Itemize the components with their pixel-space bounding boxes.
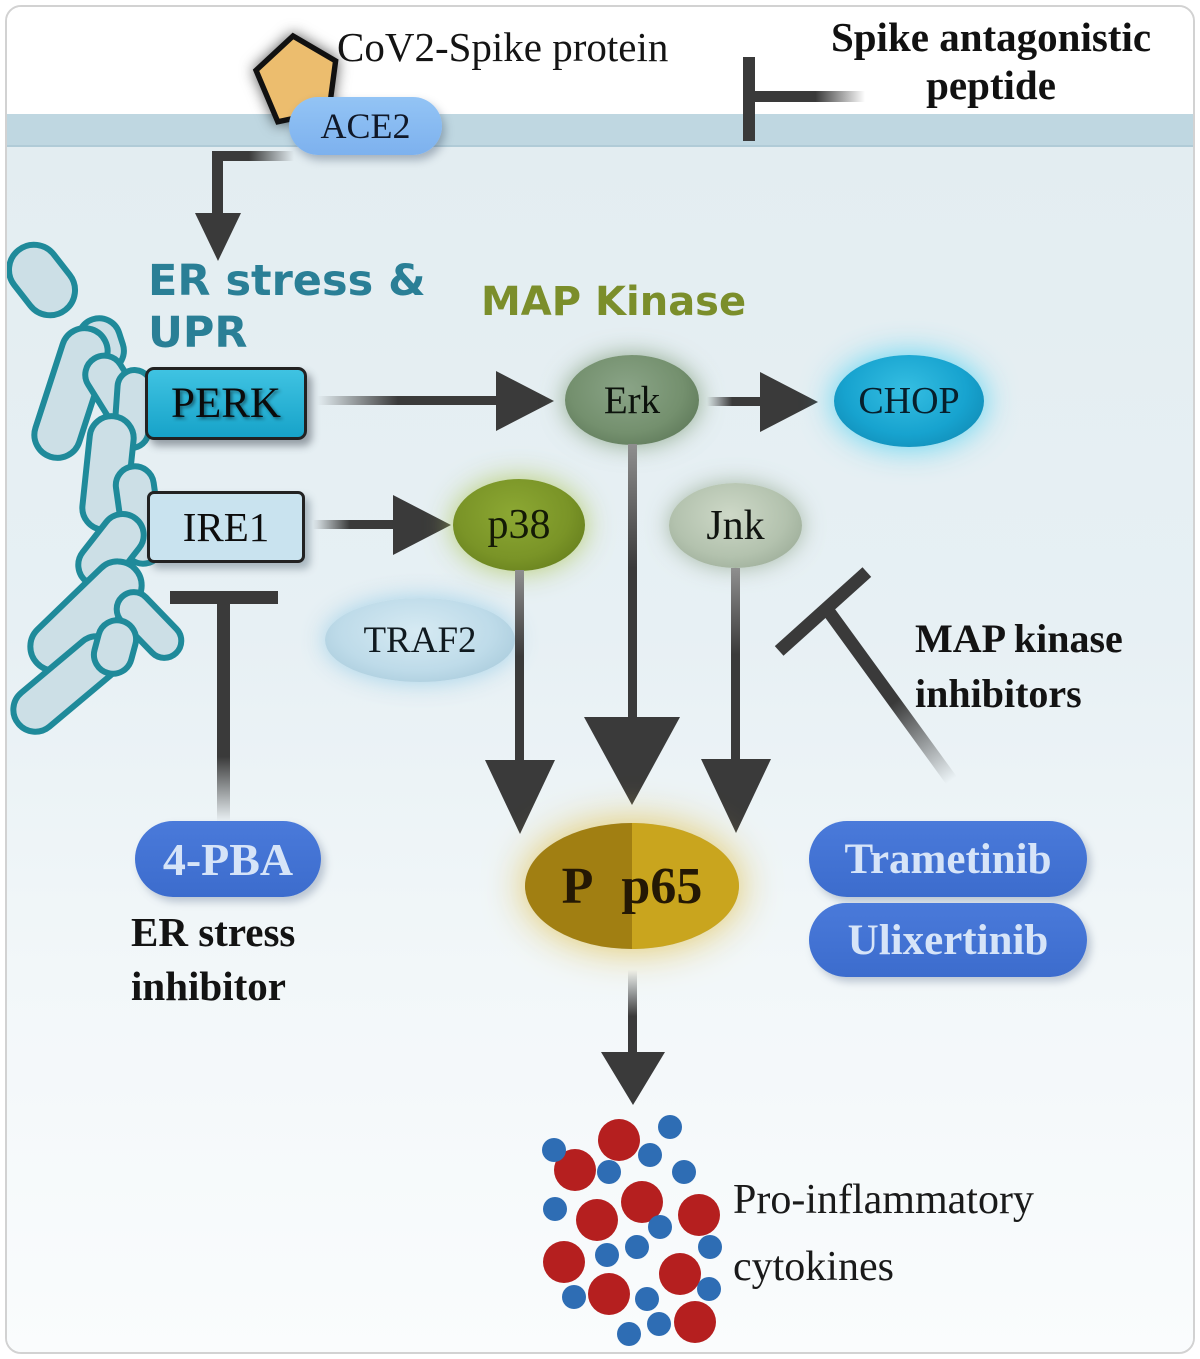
ulixertinib-pill: Ulixertinib [809, 903, 1087, 977]
er-inhibitor-line1: ER stress [131, 909, 296, 955]
arrow-erk-chop-head [760, 372, 818, 432]
er-stress-line2: UPR [148, 308, 248, 359]
arrow-perk-erk-stem [317, 396, 497, 405]
arrow-jnk-p65-head [701, 759, 771, 833]
cytokine-dot-red [543, 1241, 585, 1283]
arrow-ire1-p38-head [393, 495, 451, 555]
spike-peptide-line1: Spike antagonistic [830, 14, 1152, 60]
p65-left-half [525, 823, 632, 949]
cytokine-dot-blue [543, 1197, 567, 1221]
cytokine-dot-blue [698, 1235, 722, 1259]
er-stress-line1: ER stress & [148, 256, 426, 306]
arrow-erk-p65-head [584, 717, 680, 805]
p65-phospho-label: P [561, 857, 594, 915]
arrow-ire1-p38-stem [313, 520, 395, 529]
cytokine-dot-blue [647, 1312, 671, 1336]
cytokine-dot-red [588, 1273, 630, 1315]
er-blob [7, 230, 90, 330]
arrow-ace2-head [195, 213, 241, 261]
cytokine-cluster [527, 1107, 747, 1352]
pba-inhibitor-tbar [170, 591, 278, 604]
cytokine-dot-red [678, 1194, 720, 1236]
ire1-node: IRE1 [147, 491, 305, 563]
cytokine-dot-blue [672, 1160, 696, 1184]
chop-node: CHOP [834, 355, 984, 447]
arrow-p38-p65-head [485, 760, 555, 834]
spike-peptide-line2: peptide [926, 62, 1056, 109]
erk-node: Erk [565, 355, 699, 445]
pba-pill: 4-PBA [135, 821, 321, 897]
mapk-inhibitors-label: MAP kinase inhibitors [915, 611, 1185, 721]
arrow-ace2-elbow-horizontal [219, 151, 294, 161]
cytokine-dot-blue [595, 1243, 619, 1267]
arrow-erk-chop-stem [707, 397, 763, 406]
figure-frame: CoV2-Spike protein Spike antagonistic pe… [5, 5, 1195, 1354]
ace2-receptor: ACE2 [289, 97, 442, 155]
cytokine-dot-blue [562, 1285, 586, 1309]
cytokine-dot-blue [635, 1287, 659, 1311]
cytokine-dot-blue [617, 1322, 641, 1346]
cytokine-dot-red [674, 1301, 716, 1343]
spike-inhibitor-stem [755, 91, 865, 102]
pba-inhibitor-stem [217, 604, 230, 822]
arrow-p65-cytokines-head [601, 1052, 665, 1105]
spike-inhibitor-tbar [743, 57, 755, 141]
p65-right-half [632, 823, 739, 949]
traf2-node: TRAF2 [325, 598, 515, 682]
er-inhibitor-label: ER stress inhibitor [131, 905, 381, 1013]
cytokine-dot-blue [697, 1277, 721, 1301]
cytokine-dot-blue [625, 1235, 649, 1259]
er-stress-heading: ER stress & UPR [148, 255, 468, 360]
arrow-jnk-p65-stem [731, 568, 740, 761]
arrow-ace2-elbow-vertical [212, 151, 223, 213]
jnk-node: Jnk [669, 483, 802, 568]
cytokines-label: Pro-inflammatory cytokines [733, 1167, 1093, 1301]
cytokine-dot-blue [658, 1115, 682, 1139]
map-kinase-heading: MAP Kinase [481, 279, 747, 325]
arrow-p65-cytokines-stem [628, 970, 637, 1054]
cov2-spike-label: CoV2-Spike protein [337, 24, 669, 70]
perk-node: PERK [145, 367, 307, 440]
cytokine-dot-red [576, 1199, 618, 1241]
arrow-perk-erk-head [496, 371, 554, 431]
cytokine-dot-red [598, 1119, 640, 1161]
arrow-p38-p65-stem [515, 570, 524, 762]
cytokine-dot-blue [648, 1215, 672, 1239]
er-inhibitor-line2: inhibitor [131, 963, 286, 1010]
p65-label: p65 [621, 857, 703, 915]
cell-membrane [7, 114, 1193, 147]
cytokine-dot-blue [542, 1138, 566, 1162]
cytokines-line2: cytokines [733, 1244, 894, 1291]
spike-peptide-label: Spike antagonistic peptide [795, 13, 1187, 110]
cytokine-dot-red [659, 1253, 701, 1295]
extracellular-region [7, 7, 1193, 114]
arrow-erk-p65-stem [628, 444, 637, 720]
p38-node: p38 [453, 479, 585, 571]
cytokines-line1: Pro-inflammatory [733, 1177, 1034, 1223]
mapk-inhibitors-line2: inhibitors [915, 671, 1082, 717]
mapk-inhibitors-line1: MAP kinase [915, 616, 1123, 661]
trametinib-pill: Trametinib [809, 821, 1087, 897]
cytokine-dot-blue [638, 1143, 662, 1167]
cytokine-dot-blue [597, 1160, 621, 1184]
